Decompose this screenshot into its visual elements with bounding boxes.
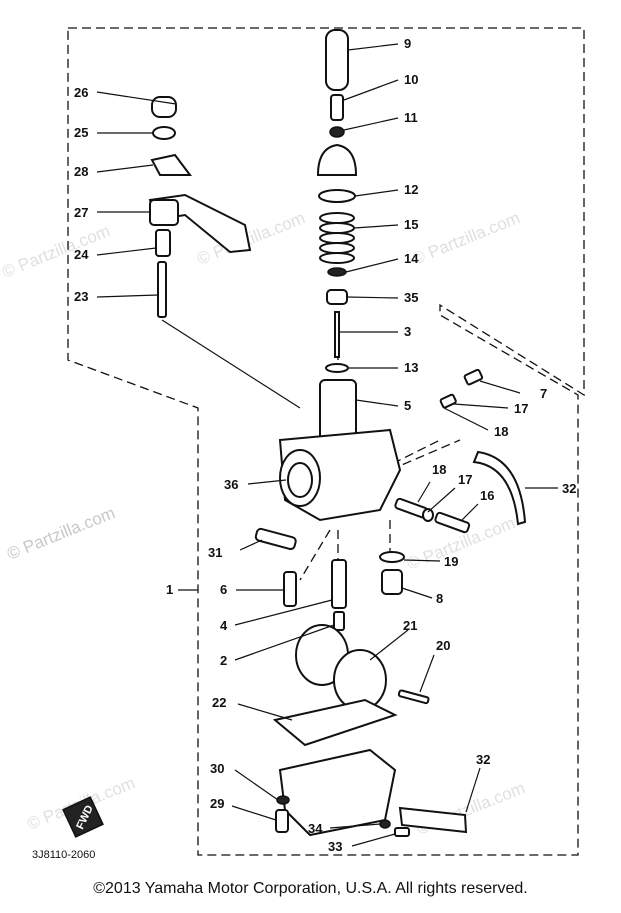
hose-clamp-bolt (254, 527, 297, 551)
float-bowl-gasket (272, 698, 398, 747)
mixing-chamber-top (316, 143, 358, 176)
callout-2: 2 (220, 653, 227, 668)
callout-34: 34 (308, 821, 323, 836)
callout-20: 20 (436, 638, 450, 653)
callout-labels: 9 10 11 12 15 14 35 3 13 5 7 17 18 32 18… (74, 36, 576, 854)
air-screw (439, 393, 457, 409)
callout-11: 11 (404, 110, 418, 125)
callout-15: 15 (404, 217, 418, 232)
needle-jet (331, 559, 347, 609)
callout-14: 14 (404, 251, 419, 266)
callout-8: 8 (436, 591, 443, 606)
float-pin (397, 689, 430, 705)
callout-31: 31 (208, 545, 222, 560)
callout-16: 16 (480, 488, 494, 503)
callout-35: 35 (404, 290, 418, 305)
callout-32-lower: 32 (476, 752, 490, 767)
guide-line (389, 439, 461, 471)
intake-bore (287, 462, 313, 498)
choke-nut (152, 126, 176, 140)
main-jet (283, 571, 297, 607)
drain-screw (275, 809, 289, 833)
callout-17-lower: 17 (458, 472, 472, 487)
callout-26: 26 (74, 85, 88, 100)
fasteners (254, 527, 405, 631)
lock-nut (329, 126, 345, 138)
jet-needle (334, 311, 340, 358)
callout-5: 5 (404, 398, 411, 413)
guide-line (299, 529, 331, 581)
air-screw-top (463, 368, 484, 386)
callout-18-lower: 18 (432, 462, 446, 477)
callout-10: 10 (404, 72, 418, 87)
overflow-tube (472, 450, 527, 526)
carburetor-body (278, 368, 527, 534)
gasket-ring (318, 189, 356, 203)
watermark: © Partzilla.com (0, 221, 113, 282)
choke-plunger (157, 261, 167, 318)
choke-spring (155, 229, 171, 257)
float-bowl (278, 748, 397, 837)
cable-adjuster (330, 94, 344, 121)
float-assembly (272, 624, 468, 837)
callout-17: 17 (514, 401, 528, 416)
callout-19: 19 (444, 554, 458, 569)
slide-bore (319, 379, 357, 441)
watermark: © Partzilla.com (409, 208, 522, 269)
washer (325, 363, 349, 373)
reference-code: 3J8110-2060 (32, 849, 95, 861)
callout-33: 33 (328, 839, 342, 854)
needle-clip-holder (326, 289, 348, 305)
copyright-notice: ©2013 Yamaha Motor Corporation, U.S.A. A… (93, 880, 528, 897)
watermark: © Partzilla.com (414, 778, 527, 839)
choke-body (149, 199, 179, 226)
fwd-marker: FWD (62, 796, 104, 838)
drain-hose (398, 806, 468, 834)
pilot-jet (333, 611, 345, 631)
callout-22: 22 (212, 695, 226, 710)
choke-cap (151, 96, 177, 118)
callout-18: 18 (494, 424, 508, 439)
guide-line (161, 319, 301, 409)
callout-30: 30 (210, 761, 224, 776)
leader-lines (96, 43, 558, 847)
guide-line (379, 439, 441, 471)
callout-13: 13 (404, 360, 418, 375)
bowl-screw (394, 827, 410, 837)
o-ring (422, 508, 434, 522)
drain-plug-gasket (379, 819, 391, 829)
return-spring (319, 212, 355, 264)
valve-seat-washer (379, 551, 405, 563)
throttle-stack (316, 29, 358, 373)
callout-29: 29 (210, 796, 224, 811)
callout-9: 9 (404, 36, 411, 51)
callout-23: 23 (74, 289, 88, 304)
callout-24: 24 (74, 247, 89, 262)
spring-seat (327, 267, 347, 277)
callout-28: 28 (74, 164, 88, 179)
watermark-main: © Partzilla.com (4, 503, 117, 564)
valve-seat (381, 569, 403, 595)
callout-7: 7 (540, 386, 547, 401)
callout-36: 36 (224, 477, 238, 492)
pilot-screw (434, 511, 471, 534)
assembly-boundary (67, 27, 585, 856)
choke-assembly (148, 96, 252, 318)
callout-12: 12 (404, 182, 418, 197)
callout-4: 4 (220, 618, 228, 633)
choke-plate (150, 153, 192, 176)
callout-3: 3 (404, 324, 411, 339)
callout-21: 21 (403, 618, 417, 633)
callout-1: 1 (166, 582, 173, 597)
callout-32: 32 (562, 481, 576, 496)
callout-6: 6 (220, 582, 227, 597)
fwd-arrow-box (62, 796, 104, 838)
callout-27: 27 (74, 205, 88, 220)
drain-washer (276, 795, 290, 805)
callout-25: 25 (74, 125, 88, 140)
cable-cap (325, 29, 349, 91)
